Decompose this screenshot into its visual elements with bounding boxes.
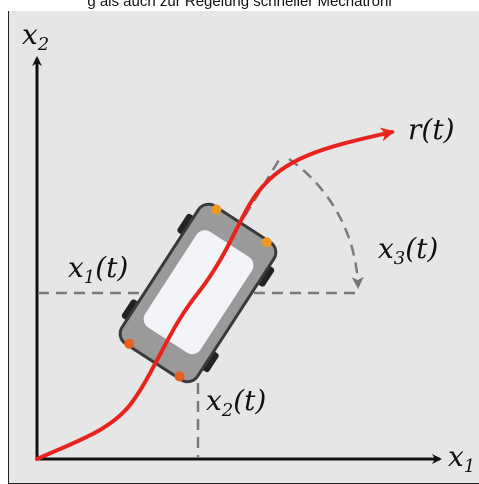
x1-axis-label: x1	[448, 440, 475, 477]
r-t-label: r(t)	[408, 113, 455, 146]
reference-trajectory	[35, 127, 395, 461]
x2-t-label: x2(t)	[206, 384, 266, 421]
x2-axis-label: x2	[22, 18, 49, 55]
x1-t-label: x1(t)	[68, 251, 128, 288]
taillight	[124, 338, 135, 349]
headlight	[211, 204, 222, 215]
x3-t-label: x3(t)	[378, 232, 438, 269]
headlight	[261, 237, 272, 248]
caption-text: g als auch zur Regelung schneller Mechat…	[87, 0, 392, 10]
heading-angle-arc	[288, 157, 364, 289]
taillight	[174, 371, 185, 382]
